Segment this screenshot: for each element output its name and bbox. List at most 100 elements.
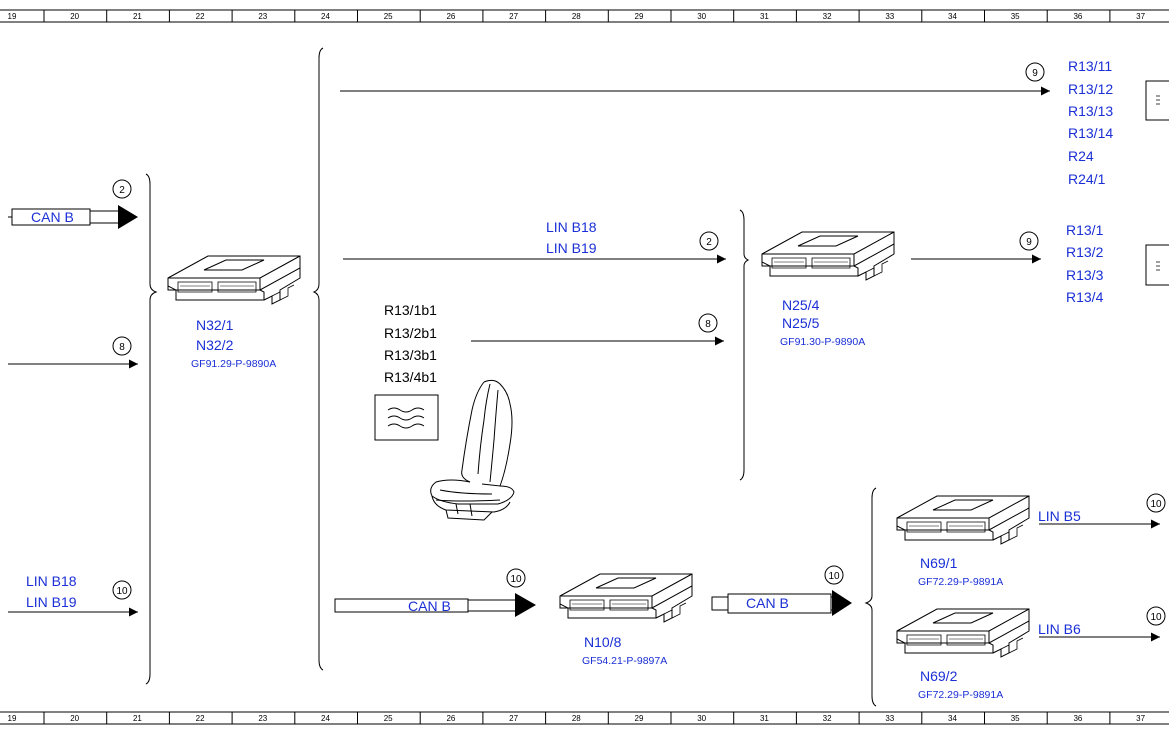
- can-b-bottom-connector: CAN B: [334, 593, 536, 617]
- seat-icon: [430, 379, 515, 521]
- output-top-item: R24: [1068, 148, 1094, 164]
- ruler-number: 33: [885, 12, 894, 21]
- lin-b19-mid-label: LIN B19: [546, 240, 597, 256]
- n32-line1: N32/1: [196, 317, 234, 333]
- ruler-number: 31: [760, 714, 769, 723]
- ruler-number: 27: [509, 12, 518, 21]
- circle-10-bottom: 10: [506, 568, 526, 588]
- output-top-item: R13/12: [1068, 81, 1113, 97]
- can-b-left-label: CAN B: [31, 209, 74, 225]
- circle-8-mid: 8: [698, 313, 718, 333]
- lin-b19-left-label: LIN B19: [26, 594, 77, 610]
- module-n69-2: N69/2 GF72.29-P-9891A: [896, 608, 1030, 701]
- n25-ref: GF91.30-P-9890A: [780, 336, 865, 348]
- ruler-number: 36: [1073, 12, 1082, 21]
- ruler-number: 24: [321, 714, 330, 723]
- ruler-number: 28: [572, 12, 581, 21]
- can-b-right-connector: CAN B: [711, 590, 852, 616]
- svg-text:10: 10: [1150, 499, 1162, 510]
- ruler-number: 30: [697, 714, 706, 723]
- svg-text:10: 10: [1150, 612, 1162, 623]
- output-top-item: R24/1: [1068, 171, 1106, 187]
- svg-text:9: 9: [1032, 68, 1038, 79]
- circle-9-mid: 9: [1019, 231, 1039, 251]
- ruler-number: 25: [384, 714, 393, 723]
- heater-item: R13/3b1: [384, 347, 437, 363]
- svg-text:8: 8: [705, 319, 711, 330]
- ruler-number: 31: [760, 12, 769, 21]
- ruler-number: 32: [823, 12, 832, 21]
- svg-text:9: 9: [1026, 237, 1032, 248]
- circle-10-left: 10: [112, 580, 132, 600]
- can-b-left-connector: CAN B: [8, 205, 138, 229]
- brace-n69: [864, 487, 877, 707]
- svg-text:2: 2: [119, 185, 125, 196]
- circle-9-top: 9: [1025, 62, 1045, 82]
- lin-b18-mid-label: LIN B18: [546, 219, 597, 235]
- n69-2-line1: N69/2: [920, 668, 958, 684]
- ruler-number: 33: [885, 714, 894, 723]
- output-top-item: R13/14: [1068, 125, 1113, 141]
- brace-left: [145, 173, 158, 685]
- ruler-number: 35: [1011, 12, 1020, 21]
- ruler-number: 19: [8, 12, 17, 21]
- ruler-number: 20: [70, 714, 79, 723]
- circle-2-mid: 2: [699, 231, 719, 251]
- ruler-number: 24: [321, 12, 330, 21]
- ruler-number: 26: [446, 714, 455, 723]
- ruler-number: 32: [823, 714, 832, 723]
- module-n25: N25/4 N25/5 GF91.30-P-9890A: [761, 231, 895, 348]
- ruler-number: 27: [509, 714, 518, 723]
- lin-b6-label: LIN B6: [1038, 621, 1081, 637]
- heater-symbol-mid: [1145, 244, 1169, 286]
- module-n69-1: N69/1 GF72.29-P-9891A: [896, 495, 1030, 588]
- output-mid-item: R13/3: [1066, 267, 1104, 283]
- ruler-number: 30: [697, 12, 706, 21]
- n10-line1: N10/8: [584, 634, 622, 650]
- circle-8-left: 8: [112, 336, 132, 356]
- outputs-mid-list: R13/1 R13/2 R13/3 R13/4: [1066, 222, 1104, 305]
- n69-2-ref: GF72.29-P-9891A: [918, 689, 1003, 701]
- heater-element-icon: [374, 394, 439, 441]
- n32-line2: N32/2: [196, 337, 234, 353]
- heater-item: R13/2b1: [384, 325, 437, 341]
- ruler-number: 26: [446, 12, 455, 21]
- ruler-number: 35: [1011, 714, 1020, 723]
- n25-line1: N25/4: [782, 297, 820, 313]
- ruler-number: 29: [635, 714, 644, 723]
- ruler-number: 28: [572, 714, 581, 723]
- module-n10: N10/8 GF54.21-P-9897A: [559, 573, 693, 667]
- lin-b18-left-label: LIN B18: [26, 573, 77, 589]
- ruler-number: 34: [948, 714, 957, 723]
- can-b-right-label: CAN B: [746, 595, 789, 611]
- ruler-number: 37: [1136, 12, 1145, 21]
- ruler-number: 34: [948, 12, 957, 21]
- ruler-number: 21: [133, 714, 142, 723]
- ruler-number: 29: [635, 12, 644, 21]
- heater-symbol-top: [1145, 80, 1169, 121]
- n10-ref: GF54.21-P-9897A: [582, 655, 667, 667]
- outputs-top-list: R13/11 R13/12 R13/13 R13/14 R24 R24/1: [1068, 58, 1113, 187]
- brace-middle: [312, 47, 324, 671]
- n25-line2: N25/5: [782, 315, 820, 331]
- circle-2-left: 2: [112, 179, 132, 199]
- can-b-bottom-label: CAN B: [408, 598, 451, 614]
- svg-text:10: 10: [828, 571, 840, 582]
- output-mid-item: R13/4: [1066, 289, 1104, 305]
- output-mid-item: R13/2: [1066, 244, 1104, 260]
- ruler-number: 21: [133, 12, 142, 21]
- lin-b5-label: LIN B5: [1038, 508, 1081, 524]
- ruler-number: 36: [1073, 714, 1082, 723]
- brace-n25: [739, 209, 750, 481]
- svg-text:10: 10: [510, 574, 522, 585]
- circle-10-b6: 10: [1146, 606, 1166, 626]
- heater-item: R13/1b1: [384, 302, 437, 318]
- ruler-number: 25: [384, 12, 393, 21]
- ruler-number: 23: [258, 714, 267, 723]
- heater-list: R13/1b1 R13/2b1 R13/3b1 R13/4b1: [384, 302, 437, 385]
- heater-item: R13/4b1: [384, 369, 437, 385]
- ruler-number: 22: [196, 714, 205, 723]
- n69-1-line1: N69/1: [920, 555, 958, 571]
